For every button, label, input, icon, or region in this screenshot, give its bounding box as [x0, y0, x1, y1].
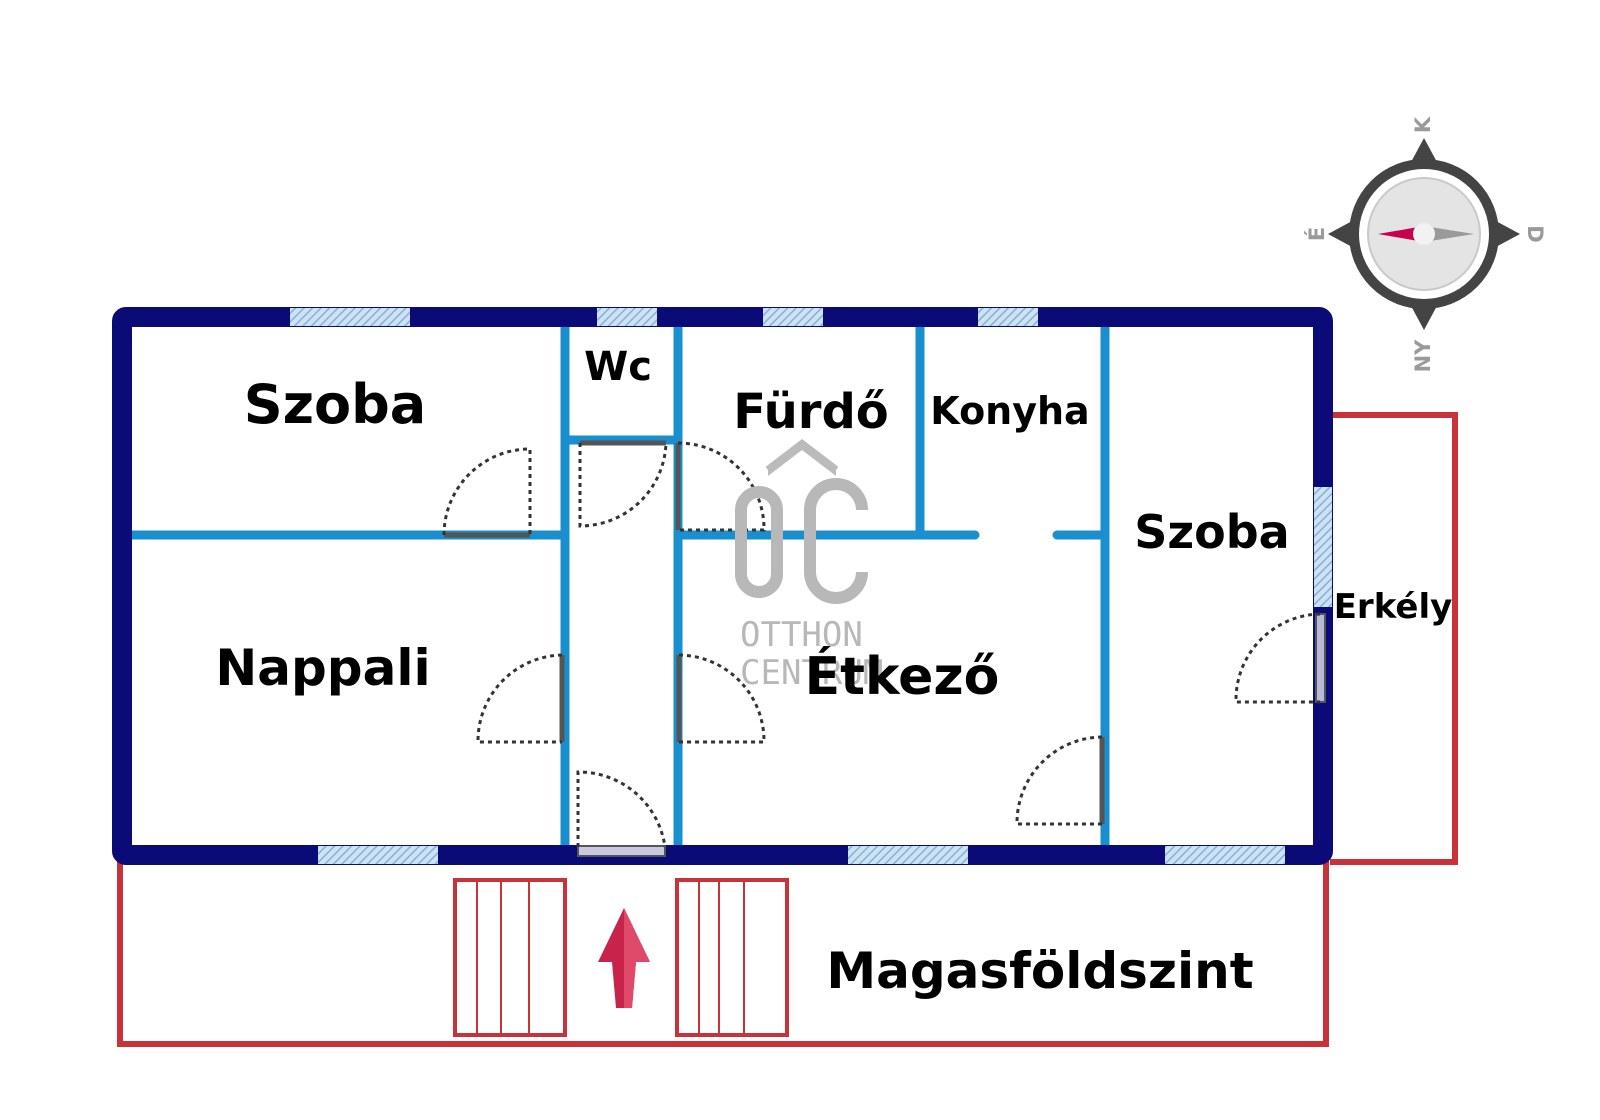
room-label-szoba-left: Szoba — [244, 373, 427, 436]
window — [1165, 846, 1285, 864]
window — [1314, 487, 1332, 607]
window — [978, 308, 1038, 326]
room-label-konyha: Konyha — [930, 389, 1089, 433]
room-label-magasfoldszint: Magasföldszint — [826, 942, 1253, 1000]
door — [578, 440, 668, 528]
room-label-nappali: Nappali — [215, 639, 430, 697]
entrance-arrow-icon — [598, 908, 650, 1008]
door — [1234, 612, 1326, 704]
door — [442, 447, 532, 538]
compass-north-label: K — [1411, 116, 1435, 133]
door — [476, 653, 565, 744]
door — [576, 770, 667, 848]
doors — [442, 440, 1326, 848]
compass-icon: K D NY É — [1304, 116, 1547, 372]
room-label-erkely: Erkély — [1334, 587, 1453, 627]
windows — [290, 308, 1332, 864]
room-label-szoba-right: Szoba — [1134, 505, 1289, 559]
window — [763, 308, 823, 326]
window — [597, 308, 657, 326]
compass-west-label: É — [1304, 227, 1329, 241]
room-label-wc: Wc — [584, 344, 652, 390]
window — [318, 846, 438, 864]
room-label-etkezo: Étkező — [805, 646, 1000, 707]
room-label-furdo: Fürdő — [733, 384, 889, 440]
stairs-left — [453, 878, 567, 1037]
door — [1015, 735, 1105, 826]
watermark-line2: CENTRUM — [740, 653, 883, 693]
watermark-line1: OTTHON — [740, 615, 863, 655]
compass-east-label: D — [1523, 225, 1547, 242]
balcony-outline — [1330, 412, 1458, 865]
door — [675, 441, 766, 532]
watermark-logo: OTTHON CENTRUM — [735, 438, 883, 693]
entrance-door — [577, 845, 666, 857]
window — [290, 308, 410, 326]
window — [848, 846, 968, 864]
door — [676, 653, 766, 744]
compass-south-label: NY — [1411, 339, 1435, 373]
stairs-right — [675, 878, 789, 1037]
